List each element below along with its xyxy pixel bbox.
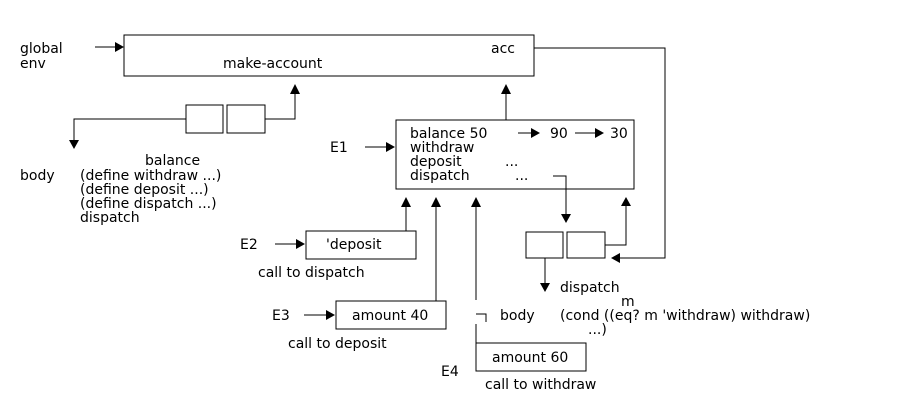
balance-change-arrowhead-2 <box>595 128 604 138</box>
e3-pointer-arrowhead <box>326 310 335 320</box>
dispatch-code-pointer-arrowhead <box>540 283 550 292</box>
e1-env-pointer-arrowhead <box>501 84 511 94</box>
e1-frame <box>395 119 635 190</box>
global-env-label-line2: env <box>20 56 46 72</box>
dispatch-proc-params: m <box>621 294 635 310</box>
dispatch-body-label: body <box>500 308 535 324</box>
dispatch-env-pointer-arrowhead <box>621 197 631 206</box>
e4-env-pointer-arrowhead <box>471 197 481 207</box>
dispatch-body-line-2: ...) <box>588 322 607 338</box>
acc-pointer-line <box>534 47 666 259</box>
dispatch-proc-name: dispatch <box>560 280 620 296</box>
e2-frame <box>305 230 417 260</box>
global-env-frame <box>123 34 535 77</box>
e3-frame <box>335 300 447 330</box>
dispatch-proc-code-cell <box>525 231 564 259</box>
e4-caption: call to withdraw <box>485 377 596 393</box>
make-account-code-pointer-line <box>73 118 186 140</box>
e1-balance-30: 30 <box>610 126 628 142</box>
e1-dispatch-binding: dispatch <box>410 168 470 184</box>
e1-dispatch-dots: ... <box>515 168 528 184</box>
e1-deposit-binding: deposit <box>410 154 462 170</box>
make-account-env-pointer-line <box>265 94 296 120</box>
make-account-proc-env-cell <box>226 104 266 134</box>
e1-withdraw-binding: withdraw <box>410 140 474 156</box>
e3-env-pointer-arrowhead <box>431 197 441 207</box>
make-account-code-pointer-arrowhead <box>69 140 79 149</box>
make-account-env-pointer-arrowhead <box>290 84 300 94</box>
e2-pointer-arrowhead <box>296 239 305 249</box>
dispatch-proc-env-cell <box>566 231 606 259</box>
e4-env-pointer-bridge <box>476 313 487 322</box>
global-env-make-account-binding: make-account <box>223 56 323 72</box>
e2-binding: 'deposit <box>326 237 382 253</box>
e3-caption: call to deposit <box>288 336 387 352</box>
make-account-body-line-2: (define deposit ...) <box>80 182 209 198</box>
balance-change-arrowhead-1 <box>531 128 540 138</box>
dispatch-binding-pointer-arrowhead <box>561 214 571 223</box>
make-account-body-line-3: (define dispatch ...) <box>80 196 217 212</box>
acc-pointer-arrowhead <box>611 253 620 263</box>
e1-deposit-dots: ... <box>505 154 518 170</box>
e1-label: E1 <box>330 140 348 156</box>
e2-caption: call to dispatch <box>258 265 365 281</box>
e3-binding: amount 40 <box>352 308 428 324</box>
global-env-pointer-arrowhead <box>115 42 124 52</box>
e2-env-pointer-arrowhead <box>401 197 411 207</box>
make-account-body-line-1: (define withdraw ...) <box>80 168 221 184</box>
e1-pointer-arrowhead <box>386 142 395 152</box>
global-env-acc-binding: acc <box>491 41 515 57</box>
e4-binding: amount 60 <box>492 350 568 366</box>
e4-label: E4 <box>441 364 459 380</box>
dispatch-body-line-1: (cond ((eq? m 'withdraw) withdraw) <box>560 308 810 324</box>
e2-label: E2 <box>240 237 258 253</box>
dispatch-binding-pointer-line <box>553 175 567 214</box>
e1-balance-binding: balance 50 <box>410 126 487 142</box>
dispatch-env-pointer-line <box>605 206 627 246</box>
e1-balance-90: 90 <box>550 126 568 142</box>
make-account-proc-code-cell <box>185 104 224 134</box>
e3-label: E3 <box>272 308 290 324</box>
global-env-label-line1: global <box>20 41 63 57</box>
make-account-body-label: body <box>20 168 55 184</box>
make-account-body-line-4: dispatch <box>80 210 140 226</box>
make-account-params: balance <box>145 153 200 169</box>
